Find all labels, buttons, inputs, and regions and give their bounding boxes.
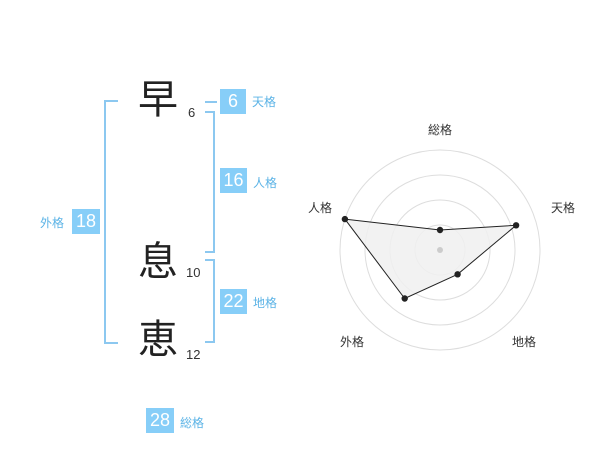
radar-ring-4 (339, 149, 541, 351)
tenkaku-label: 天格 (252, 95, 277, 109)
chikaku-label: 地格 (253, 296, 278, 310)
gaikaku-label: 外格 (40, 216, 65, 230)
jinkaku-bracket (205, 111, 215, 253)
jinkaku-badge: 16 (220, 168, 247, 193)
radar-point-0 (436, 226, 444, 234)
radar-axis-label-1: 天格 (551, 200, 575, 215)
gaikaku-badge: 18 (72, 209, 100, 234)
radar-axis-label-3: 外格 (340, 334, 364, 349)
jinkaku-label: 人格 (253, 176, 278, 190)
soukaku-badge: 28 (146, 408, 174, 433)
radar-ring-3 (364, 174, 516, 326)
tenkaku-badge: 6 (220, 89, 246, 114)
radar-axis-label-4: 人格 (308, 200, 332, 215)
name-char-3: 恵 (138, 317, 178, 363)
stroke-count-2: 10 (186, 265, 201, 280)
soukaku-label: 総格 (180, 416, 205, 430)
chikaku-badge: 22 (220, 289, 247, 314)
radar-point-1 (512, 222, 520, 229)
name-char-1: 早 (138, 77, 178, 123)
tenkaku-bracket (205, 101, 217, 103)
radar-point-3 (401, 295, 408, 302)
chikaku-bracket (205, 259, 215, 343)
radar-chart: 総格 天格 地格 外格 人格 (308, 122, 575, 351)
gaikaku-bracket (104, 100, 118, 344)
radar-point-4 (341, 215, 349, 223)
radar-polygon (343, 218, 518, 300)
stroke-count-1: 6 (188, 105, 196, 120)
stroke-count-3: 12 (186, 347, 201, 362)
radar-center (437, 247, 443, 253)
name-char-2: 息 (138, 239, 178, 285)
radar-axis-label-2: 地格 (512, 334, 536, 349)
radar-point-2 (454, 271, 461, 278)
radar-points (341, 215, 520, 302)
radar-axis-label-0: 総格 (428, 122, 452, 137)
